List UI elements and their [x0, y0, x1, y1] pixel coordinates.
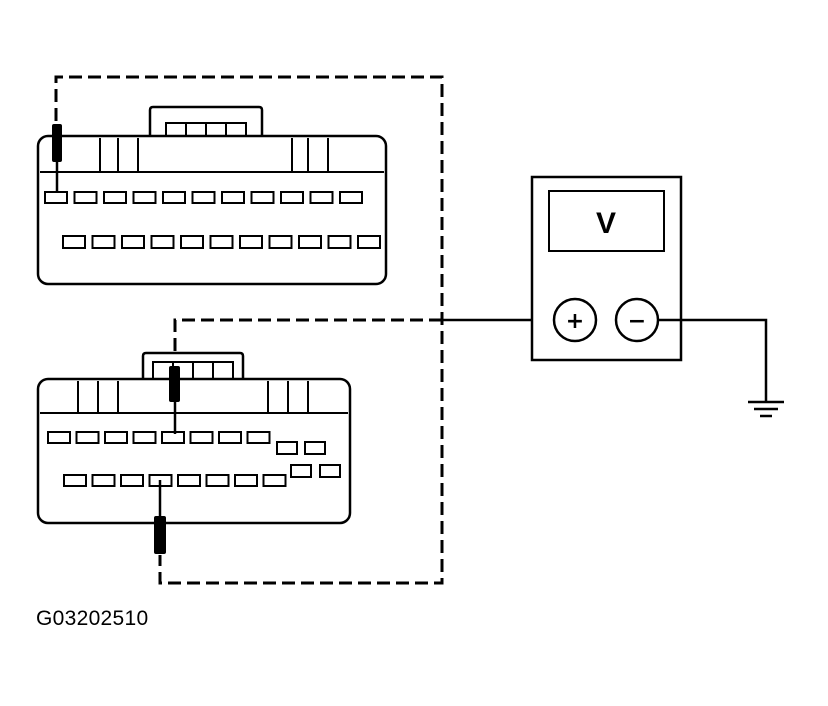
lower-connector-terminals-row1	[47, 431, 271, 444]
terminal-cavity	[62, 235, 86, 249]
terminal-cavity	[234, 474, 258, 487]
terminal-cavity	[250, 191, 275, 204]
terminal-cavity	[298, 235, 322, 249]
terminal-cavity	[327, 235, 352, 249]
negative-terminal-sign: −	[628, 309, 646, 334]
terminal-cavity	[161, 431, 185, 444]
terminal-cavity	[189, 431, 214, 444]
upper-connector	[36, 105, 388, 286]
terminal-cavity	[150, 235, 175, 249]
figure-id: G03202510	[36, 607, 149, 630]
terminal-cavity	[132, 431, 157, 444]
ground-icon	[748, 400, 784, 418]
positive-terminal	[552, 297, 598, 343]
probe-lower-bottom	[154, 480, 166, 554]
terminal-cavity	[132, 191, 157, 204]
terminal-cavity	[180, 235, 204, 249]
terminal-cavity	[280, 191, 304, 204]
terminal-cavity	[63, 474, 87, 487]
upper-connector-terminals-row2	[62, 235, 381, 249]
terminal-cavity	[191, 191, 216, 204]
jumper-wire-upper	[54, 75, 444, 585]
lower-connector	[36, 351, 352, 525]
terminal-cavity	[104, 431, 128, 444]
terminal-cavity	[268, 235, 293, 249]
terminal-cavity	[73, 191, 98, 204]
terminal-cavity	[91, 235, 116, 249]
terminal-cavity	[246, 431, 271, 444]
terminal-cavity	[91, 474, 116, 487]
terminal-cavity	[162, 191, 186, 204]
probe-lower-top	[169, 366, 180, 434]
lower-connector-terminals-row2	[63, 474, 287, 487]
terminal-cavity	[339, 191, 363, 204]
voltmeter-display-label: V	[596, 207, 616, 240]
terminal-cavity	[44, 191, 68, 204]
upper-connector-terminals-row1	[44, 191, 363, 204]
terminal-cavity	[47, 431, 71, 444]
terminal-cavity	[239, 235, 263, 249]
terminal-cavity	[357, 235, 381, 249]
positive-terminal-sign: +	[566, 309, 584, 334]
probe-upper	[52, 124, 62, 192]
terminal-cavity	[221, 191, 245, 204]
terminal-cavity	[205, 474, 230, 487]
terminal-cavity	[218, 431, 242, 444]
terminal-cavity	[309, 191, 334, 204]
terminal-cavity	[75, 431, 100, 444]
negative-lead-wire	[658, 318, 768, 402]
terminal-cavity	[177, 474, 201, 487]
terminal-cavity	[120, 474, 144, 487]
terminal-cavity	[103, 191, 127, 204]
voltmeter-display	[548, 190, 665, 252]
voltmeter: V + −	[530, 175, 683, 362]
terminal-cavity	[209, 235, 234, 249]
jumper-wire-lower	[173, 318, 442, 368]
terminal-cavity	[121, 235, 145, 249]
terminal-cavity	[262, 474, 287, 487]
